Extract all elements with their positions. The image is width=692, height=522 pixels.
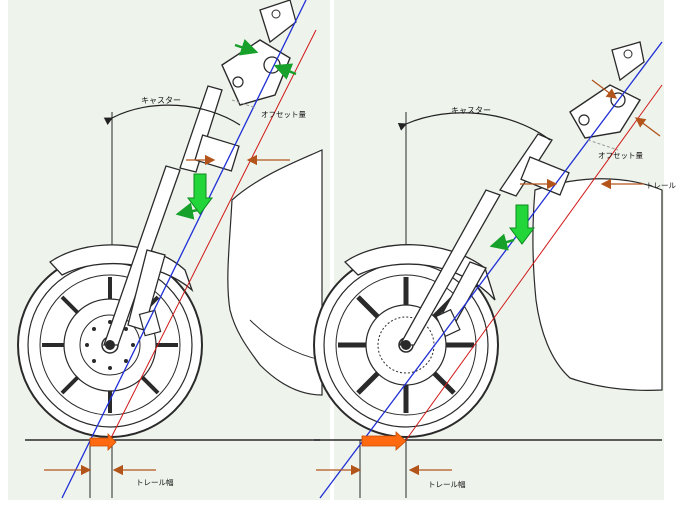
left-axle-line (109, 29, 317, 441)
left-green-arrows (175, 38, 297, 220)
right-green-arrows (489, 204, 535, 251)
right-bike-body (532, 178, 663, 391)
right-caster-arc (397, 112, 551, 141)
left-steering-axis (61, 0, 307, 499)
right-trail-arrow (361, 431, 407, 451)
left-lower-bracket (194, 134, 240, 172)
right-offset-guide (587, 139, 619, 151)
right-axle (401, 340, 411, 350)
left-offset-label: オフセット量 (261, 110, 306, 119)
left-diagram: キャスター オフセット量 トレール幅 (17, 0, 323, 499)
right-brake-caliper (435, 308, 461, 338)
right-top-bracket (569, 41, 645, 139)
right-diagram: キャスター オフセット量 トレール トレール幅 (313, 41, 676, 499)
left-caster-label: キャスター (141, 96, 181, 105)
right-trail-width-label: トレール幅 (428, 479, 466, 489)
left-offset-guide (231, 99, 257, 109)
right-steering-axis (319, 41, 663, 499)
left-top-bracket (221, 0, 297, 106)
right-caster-label: キャスター (451, 106, 491, 115)
left-bike-body (227, 149, 323, 396)
right-trail-label: トレール (646, 181, 676, 190)
left-trail-width-label: トレール幅 (136, 477, 174, 487)
right-dim-arrow-a (591, 79, 618, 99)
left-caster-arc (103, 104, 241, 126)
right-axle-line (405, 84, 663, 441)
right-dim-arrow-b (634, 117, 661, 137)
left-fork-tubes (103, 85, 223, 346)
left-trail-arrow (89, 433, 117, 451)
left-axle (105, 340, 115, 350)
right-offset-label: オフセット量 (598, 151, 643, 160)
